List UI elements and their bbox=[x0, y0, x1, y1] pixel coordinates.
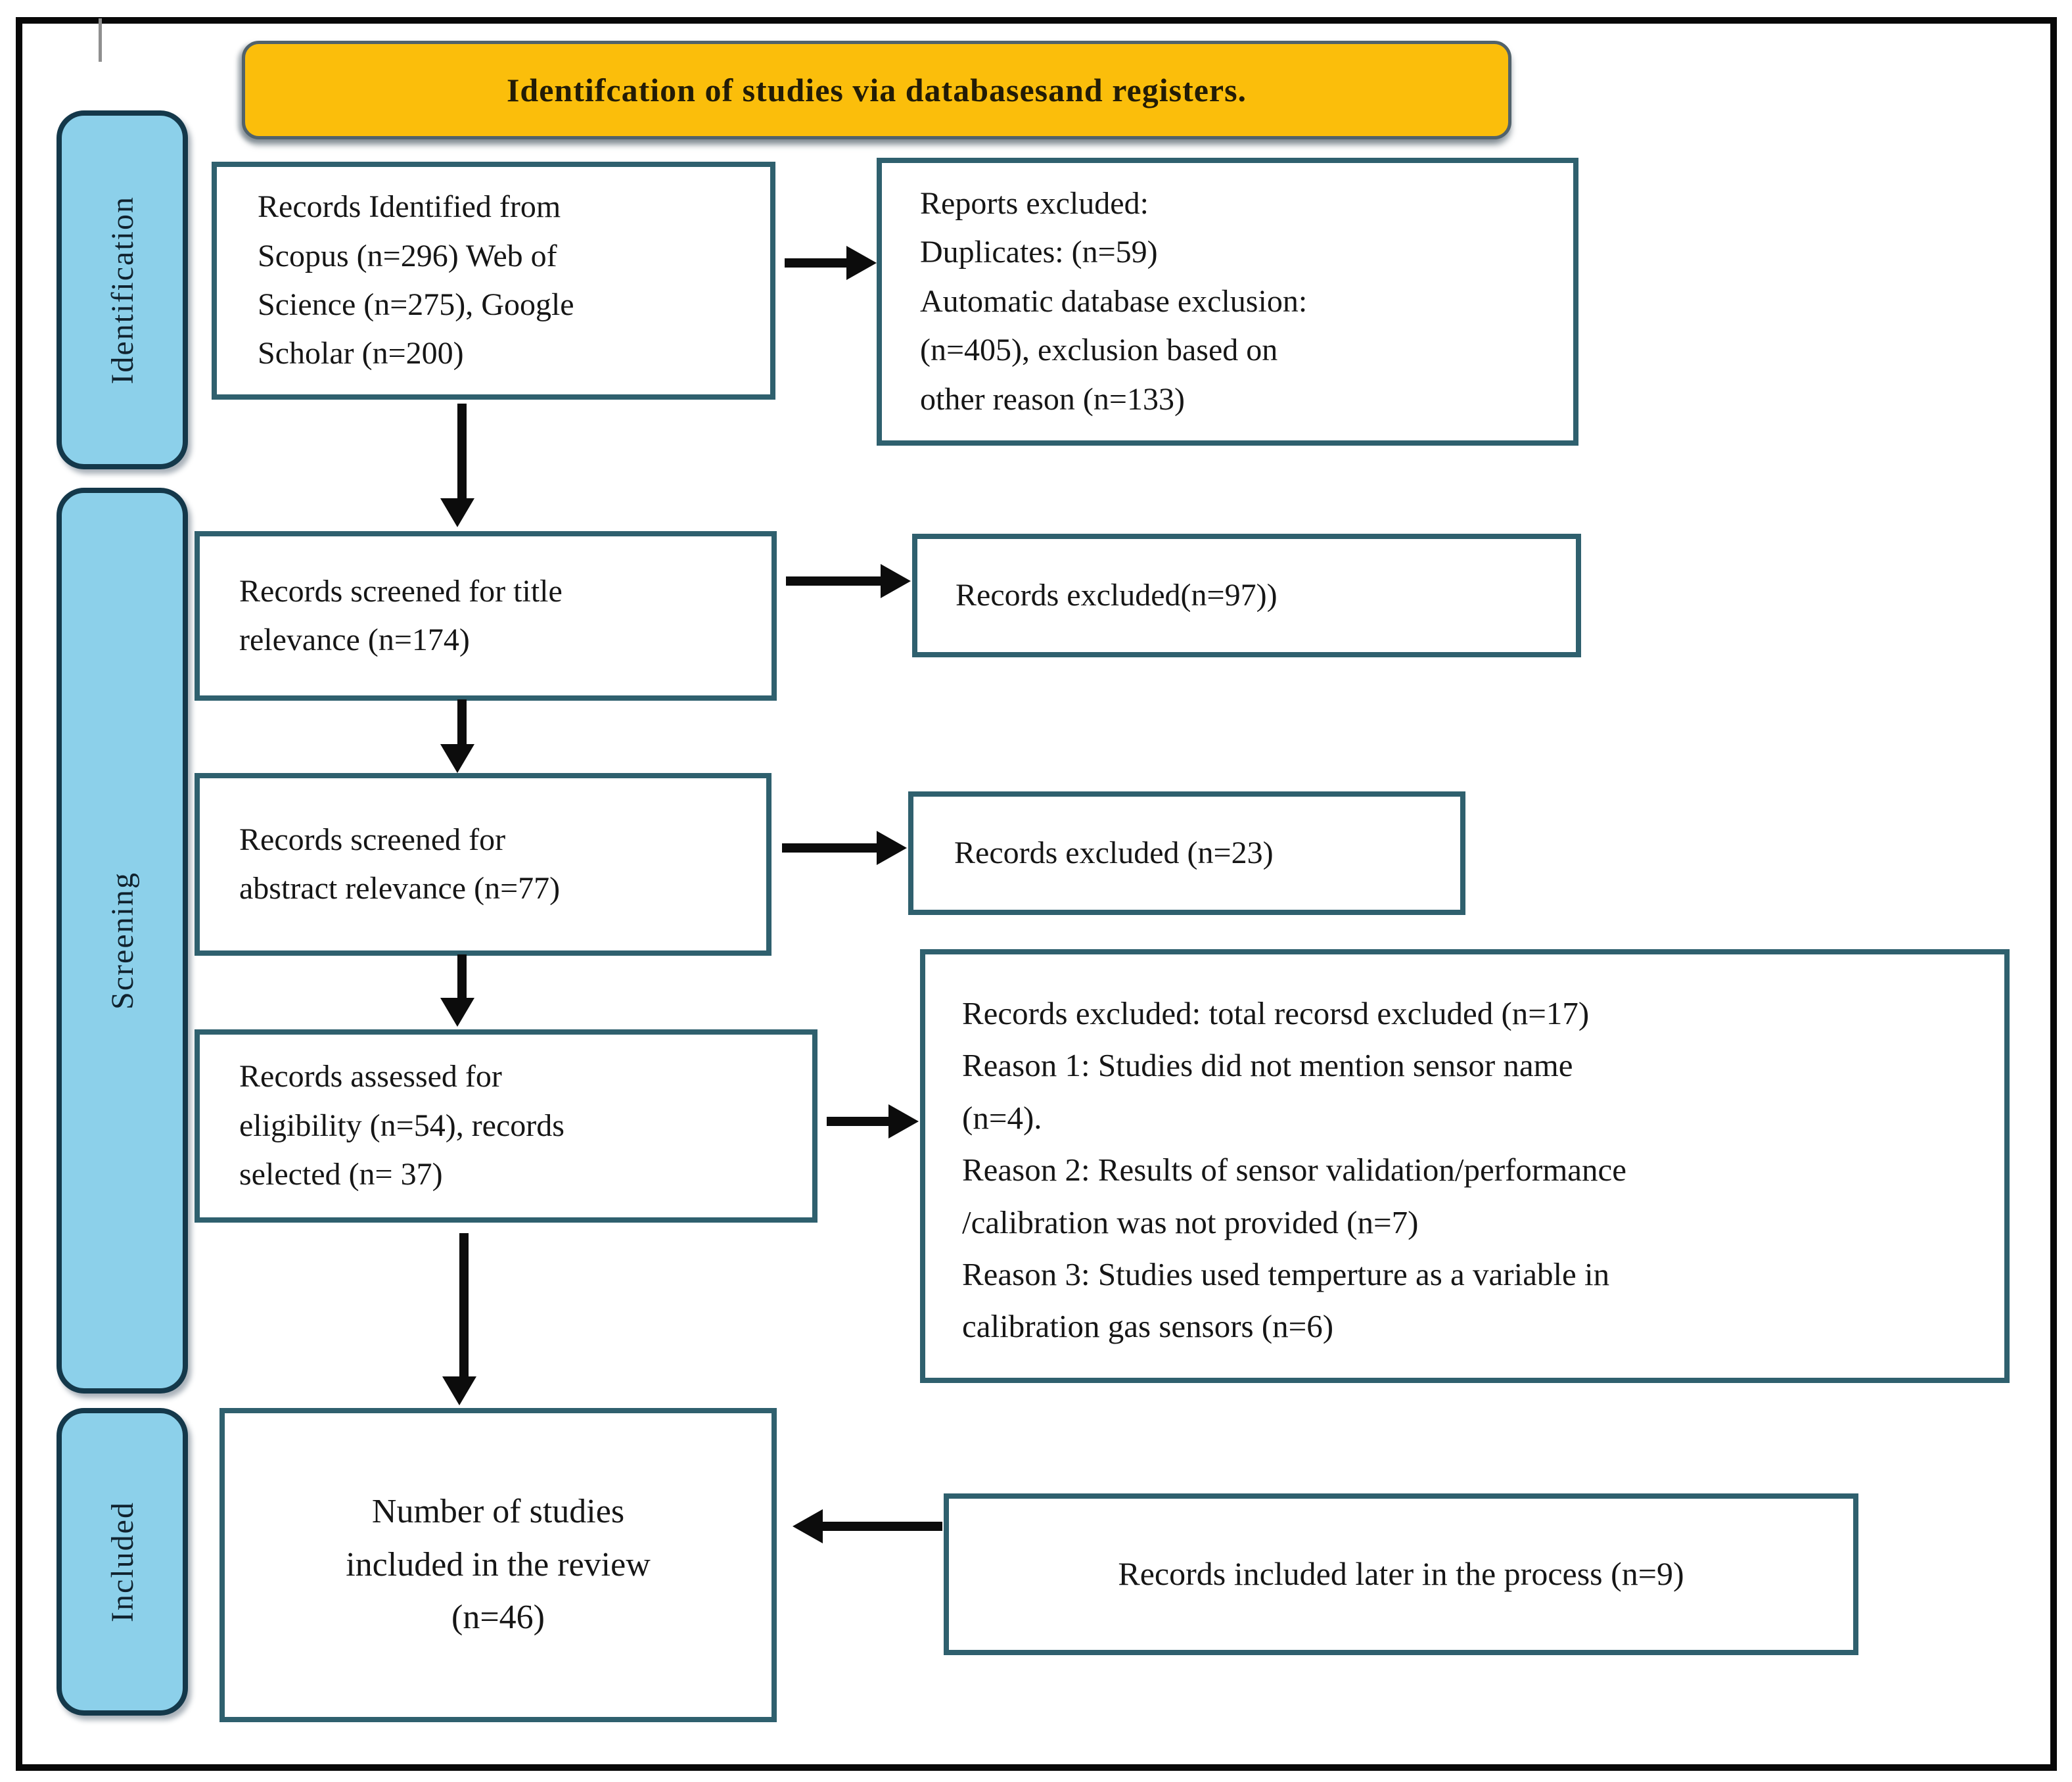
arrow-abstract-to-excluded bbox=[782, 843, 878, 853]
box-exclusion-reasons: Records excluded: total recorsd excluded… bbox=[920, 949, 2010, 1383]
box-excluded-title-text: Records excluded(n=97)) bbox=[955, 577, 1278, 613]
arrow-screened-title-to-abstract bbox=[457, 699, 467, 747]
stage-label-text: Identification bbox=[104, 195, 140, 385]
box-reports-excluded: Reports excluded: Duplicates: (n=59) Aut… bbox=[877, 158, 1578, 446]
box-screened-abstract: Records screened for abstract relevance … bbox=[195, 773, 771, 956]
arrow-down-head bbox=[440, 744, 474, 773]
arrow-left-head bbox=[793, 1509, 823, 1543]
arrow-down-head bbox=[442, 1376, 476, 1405]
arrow-assessed-to-reasons bbox=[827, 1117, 890, 1126]
box-screened-abstract-text: Records screened for abstract relevance … bbox=[239, 822, 561, 906]
box-included-later-text: Records included later in the process (n… bbox=[1118, 1555, 1684, 1593]
stage-label-screening: Screening bbox=[57, 488, 188, 1394]
stage-label-included: Included bbox=[57, 1408, 188, 1716]
arrow-identified-to-screened-title bbox=[457, 404, 467, 501]
arrow-down-head bbox=[440, 998, 474, 1027]
box-excluded-abstract: Records excluded (n=23) bbox=[908, 791, 1465, 915]
stage-label-text: Included bbox=[104, 1501, 140, 1622]
arrow-right-head bbox=[846, 246, 877, 280]
box-screened-title-text: Records screened for title relevance (n=… bbox=[239, 573, 563, 657]
diagram-title: Identifcation of studies via databasesan… bbox=[506, 72, 1247, 108]
box-included-review: Number of studies included in the review… bbox=[219, 1408, 777, 1722]
arrow-assessed-to-included bbox=[459, 1233, 469, 1379]
stage-label-text: Screening bbox=[104, 872, 140, 1010]
box-assessed-eligibility-text: Records assessed for eligibility (n=54),… bbox=[239, 1059, 564, 1192]
arrow-right-head bbox=[888, 1104, 919, 1138]
box-excluded-title: Records excluded(n=97)) bbox=[912, 534, 1581, 657]
diagram-title-banner: Identifcation of studies via databasesan… bbox=[242, 41, 1511, 139]
arrow-right-head bbox=[881, 564, 911, 598]
box-exclusion-reasons-text: Records excluded: total recorsd excluded… bbox=[962, 995, 1627, 1345]
box-screened-title: Records screened for title relevance (n=… bbox=[195, 531, 777, 701]
arrow-abstract-to-assessed bbox=[457, 954, 467, 1000]
arrow-right-head bbox=[877, 831, 907, 865]
arrow-down-head bbox=[440, 498, 474, 527]
stray-mark bbox=[99, 18, 102, 62]
stage-label-identification: Identification bbox=[57, 110, 188, 469]
box-reports-excluded-text: Reports excluded: Duplicates: (n=59) Aut… bbox=[920, 186, 1308, 417]
box-records-identified-text: Records Identified from Scopus (n=296) W… bbox=[258, 189, 574, 371]
box-included-review-text: Number of studies included in the review… bbox=[346, 1493, 651, 1637]
box-excluded-abstract-text: Records excluded (n=23) bbox=[954, 835, 1274, 870]
box-included-later: Records included later in the process (n… bbox=[944, 1493, 1858, 1655]
arrow-title-to-excluded bbox=[786, 576, 882, 586]
diagram-outer-frame bbox=[16, 17, 2057, 1771]
box-assessed-eligibility: Records assessed for eligibility (n=54),… bbox=[195, 1029, 817, 1223]
arrow-included-later-to-review bbox=[823, 1522, 942, 1531]
box-records-identified: Records Identified from Scopus (n=296) W… bbox=[212, 162, 775, 400]
arrow-identified-to-reports-excluded bbox=[785, 258, 848, 268]
